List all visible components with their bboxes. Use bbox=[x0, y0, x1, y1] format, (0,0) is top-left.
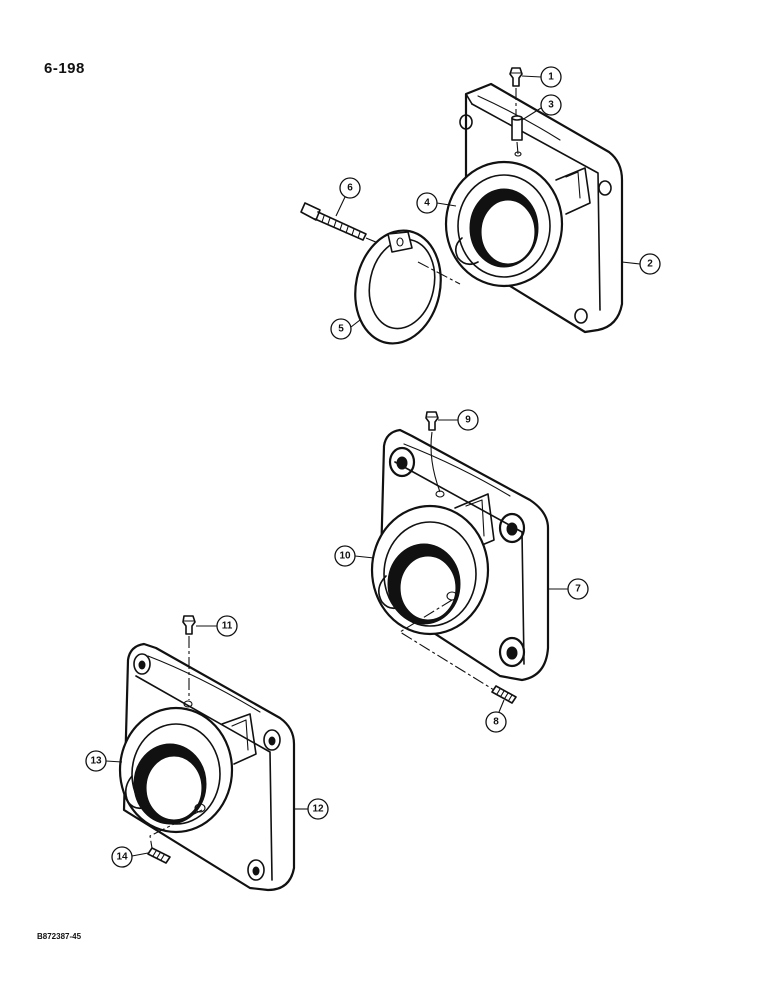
callout-8: 8 bbox=[485, 699, 507, 733]
cap-screw-6 bbox=[300, 202, 367, 241]
svg-text:11: 11 bbox=[222, 621, 233, 632]
svg-text:5: 5 bbox=[338, 324, 344, 335]
svg-text:10: 10 bbox=[339, 551, 351, 562]
callout-13: 13 bbox=[85, 750, 123, 772]
callout-12: 12 bbox=[294, 798, 329, 820]
grease-fitting-9 bbox=[425, 411, 439, 431]
callout-2: 2 bbox=[621, 253, 661, 275]
callout-9: 9 bbox=[438, 409, 479, 431]
callout-1: 1 bbox=[521, 66, 562, 88]
bearing-insert-13 bbox=[118, 706, 234, 834]
svg-text:14: 14 bbox=[116, 852, 128, 863]
grease-fitting-1 bbox=[509, 67, 523, 87]
svg-text:8: 8 bbox=[493, 717, 499, 728]
svg-text:12: 12 bbox=[312, 804, 324, 815]
page-number: 6-198 bbox=[44, 60, 85, 77]
callout-6: 6 bbox=[335, 177, 361, 217]
svg-text:7: 7 bbox=[575, 584, 581, 595]
svg-text:2: 2 bbox=[647, 259, 653, 270]
callout-10: 10 bbox=[334, 545, 375, 567]
flange-housing-12 bbox=[118, 642, 296, 892]
locking-collar-5 bbox=[354, 229, 442, 345]
svg-text:3: 3 bbox=[548, 100, 554, 111]
bearing-assembly-top bbox=[300, 67, 624, 345]
bearing-insert-10 bbox=[370, 504, 490, 636]
bearing-assembly-middle bbox=[370, 411, 550, 704]
svg-text:13: 13 bbox=[90, 756, 102, 767]
svg-text:1: 1 bbox=[548, 72, 554, 83]
callout-11: 11 bbox=[196, 615, 238, 637]
bearing-insert-4 bbox=[444, 160, 564, 288]
bearing-assembly-bottom bbox=[118, 615, 296, 892]
callout-4: 4 bbox=[416, 192, 457, 214]
callout-7: 7 bbox=[548, 578, 589, 600]
svg-text:6: 6 bbox=[347, 183, 353, 194]
svg-text:9: 9 bbox=[465, 415, 471, 426]
svg-text:4: 4 bbox=[424, 198, 430, 209]
grease-fitting-11 bbox=[182, 615, 196, 635]
sleeve-3 bbox=[511, 115, 523, 141]
callout-3: 3 bbox=[521, 94, 562, 121]
callout-5: 5 bbox=[330, 318, 361, 340]
callout-14: 14 bbox=[111, 846, 149, 868]
set-screw-14 bbox=[147, 847, 171, 864]
document-code: B872387-45 bbox=[37, 932, 82, 941]
flange-housing-2 bbox=[444, 82, 624, 334]
flange-housing-7 bbox=[370, 428, 550, 682]
